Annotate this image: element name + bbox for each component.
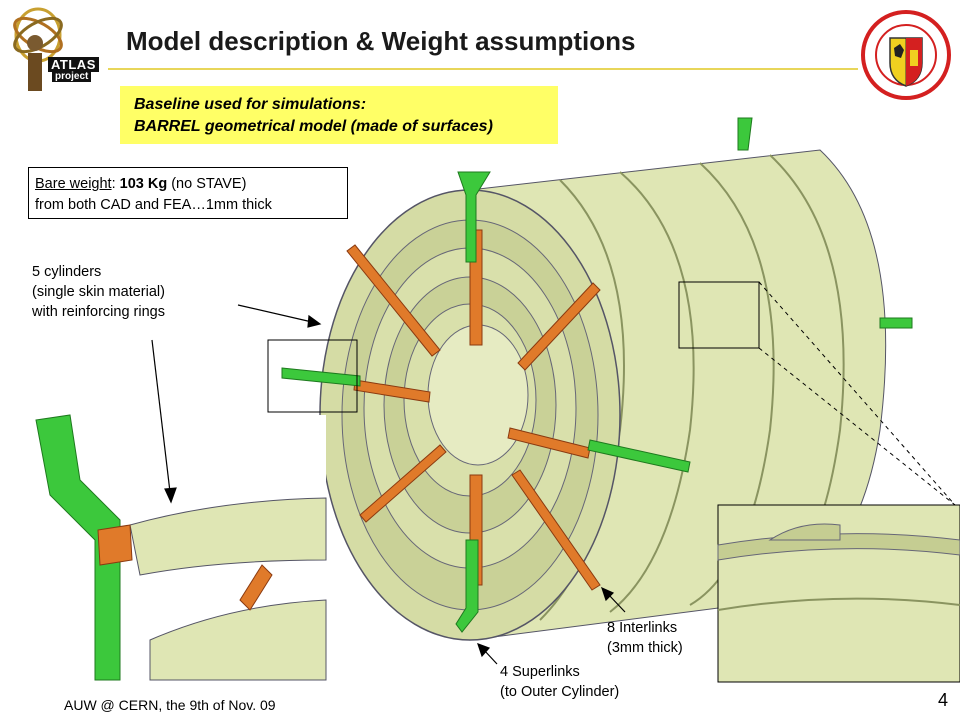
bare-weight-note: Bare weight: 103 Kg (no STAVE) from both… bbox=[28, 167, 348, 219]
zoom-inset-right bbox=[717, 504, 960, 683]
atlas-logo: ATLAS project bbox=[8, 5, 100, 97]
bare-weight-sep: : bbox=[111, 176, 120, 192]
detail-box-right bbox=[678, 281, 760, 349]
superlinks bbox=[281, 117, 913, 633]
title-underline bbox=[108, 68, 858, 70]
bare-weight-line-2: from both CAD and FEA…1mm thick bbox=[35, 197, 272, 213]
annotation-arrows bbox=[151, 304, 626, 665]
atlas-logo-subword: project bbox=[52, 71, 92, 82]
detail-box-left bbox=[267, 339, 358, 413]
baseline-line-2: BARREL geometrical model (made of surfac… bbox=[134, 118, 493, 135]
interlinks-label-line-1: 8 Interlinks bbox=[607, 620, 678, 636]
slide-footer: AUW @ CERN, the 9th of Nov. 09 bbox=[64, 697, 276, 713]
interlinks-label-line-2: (3mm thick) bbox=[607, 640, 683, 656]
geneva-seal-icon bbox=[861, 10, 951, 100]
bare-weight-value: 103 Kg bbox=[119, 176, 168, 192]
bare-weight-qualifier: (no STAVE) bbox=[167, 176, 247, 192]
zoom-line-bottom bbox=[758, 347, 956, 506]
geneva-seal-logo bbox=[860, 8, 952, 102]
bare-weight-line-1: Bare weight: 103 Kg (no STAVE) bbox=[35, 174, 347, 195]
cylinders-label-line-3: with reinforcing rings bbox=[32, 304, 165, 320]
atlas-globe-icon bbox=[13, 7, 63, 91]
slide-title: Model description & Weight assumptions bbox=[126, 26, 636, 56]
cylinders-label-line-1: 5 cylinders bbox=[32, 264, 102, 280]
superlinks-label-line-2: (to Outer Cylinder) bbox=[500, 684, 620, 700]
zoom-line-top bbox=[758, 281, 956, 506]
cylinders-label-line-2: (single skin material) bbox=[32, 284, 165, 300]
interlinks-label: 8 Interlinks (3mm thick) bbox=[607, 618, 683, 658]
baseline-callout: Baseline used for simulations: BARREL ge… bbox=[120, 86, 558, 144]
zoom-inset-left bbox=[30, 414, 327, 681]
atlas-logo-word: ATLAS bbox=[48, 57, 99, 72]
superlinks-label-line-1: 4 Superlinks bbox=[500, 664, 580, 680]
cylinders-label: 5 cylinders (single skin material) with … bbox=[32, 262, 165, 322]
page-number: 4 bbox=[938, 690, 949, 710]
bare-weight-label: Bare weight bbox=[35, 176, 112, 192]
baseline-line-1: Baseline used for simulations: bbox=[134, 96, 367, 113]
superlinks-label: 4 Superlinks (to Outer Cylinder) bbox=[500, 662, 619, 702]
